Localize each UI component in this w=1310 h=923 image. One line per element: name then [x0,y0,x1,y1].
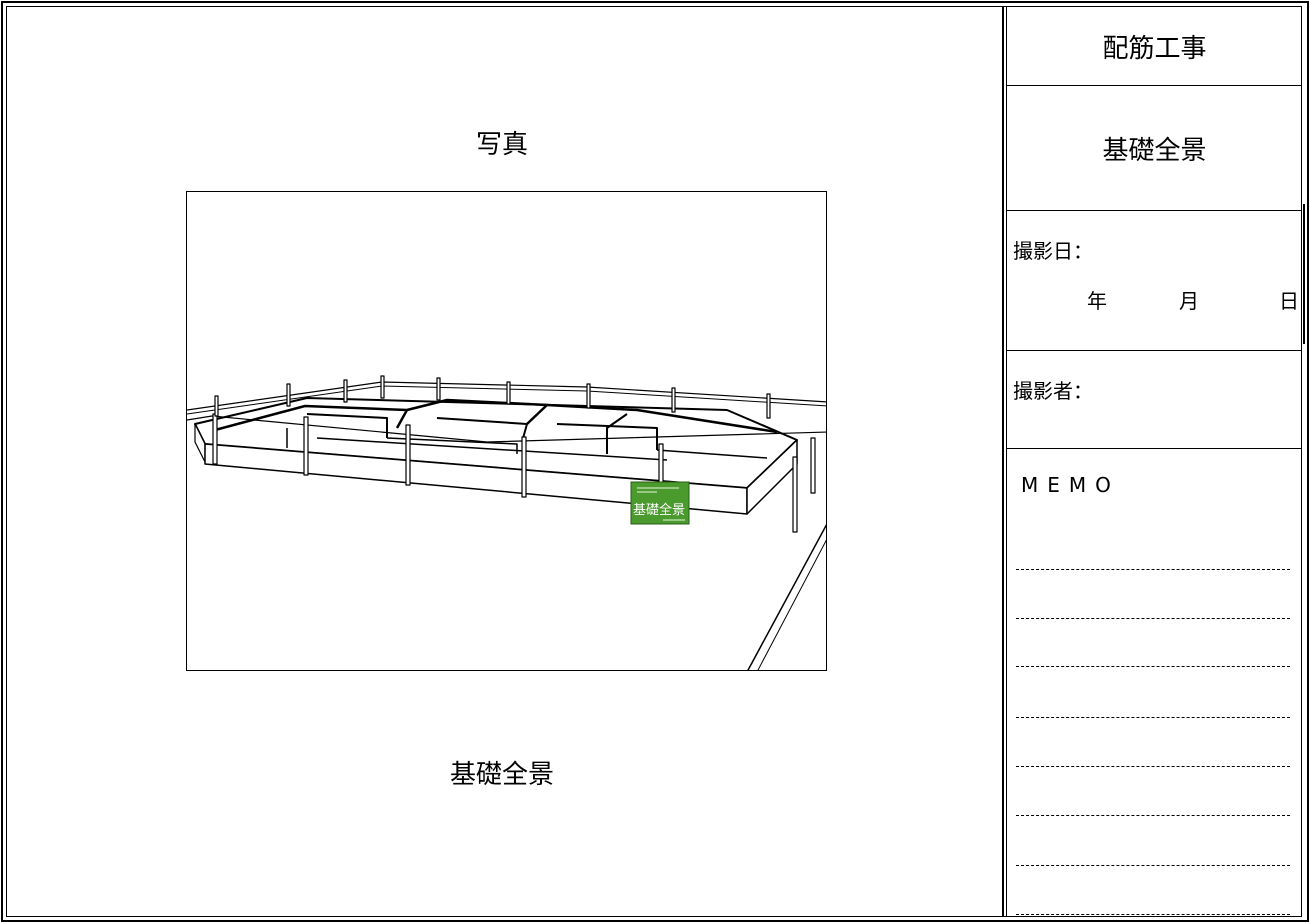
day-label: 日 [1279,289,1299,313]
memo-cell: MEMO [1007,449,1302,916]
memo-line [1016,717,1290,718]
site-sign-icon: 基礎全景 [630,481,690,525]
panel-divider-thin [1006,7,1007,917]
memo-title: MEMO [1021,473,1120,497]
photo-caption: 基礎全景 [449,760,554,790]
panel-divider [1002,7,1004,917]
photo-heading: 写真 [475,130,528,160]
memo-line [1016,766,1290,767]
inner-frame [6,6,1302,917]
photo-frame: 基礎全景 [186,191,827,671]
memo-line [1016,865,1290,866]
memo-line [1016,815,1290,816]
photographer-cell: 撮影者： [1007,351,1302,449]
subject-cell: 基礎全景 [1007,86,1302,211]
memo-line [1016,569,1290,570]
date-cell: 撮影日： 年 月 日 [1007,211,1302,351]
memo-line [1016,666,1290,667]
work-type-value: 配筋工事 [1102,33,1207,64]
year-label: 年 [1087,289,1107,313]
work-type-cell: 配筋工事 [1007,7,1302,86]
foundation-illustration: 基礎全景 [187,375,826,670]
date-cell-edge [1303,204,1305,344]
sign-text: 基礎全景 [633,502,685,518]
date-label: 撮影日： [1013,239,1093,263]
info-sidebar: 配筋工事 基礎全景 撮影日： 年 月 日 撮影者： MEMO [1007,7,1302,916]
month-label: 月 [1179,289,1199,313]
photographer-label: 撮影者： [1013,379,1093,403]
memo-line [1016,618,1290,619]
memo-line [1016,914,1290,915]
subject-value: 基礎全景 [1102,135,1207,166]
